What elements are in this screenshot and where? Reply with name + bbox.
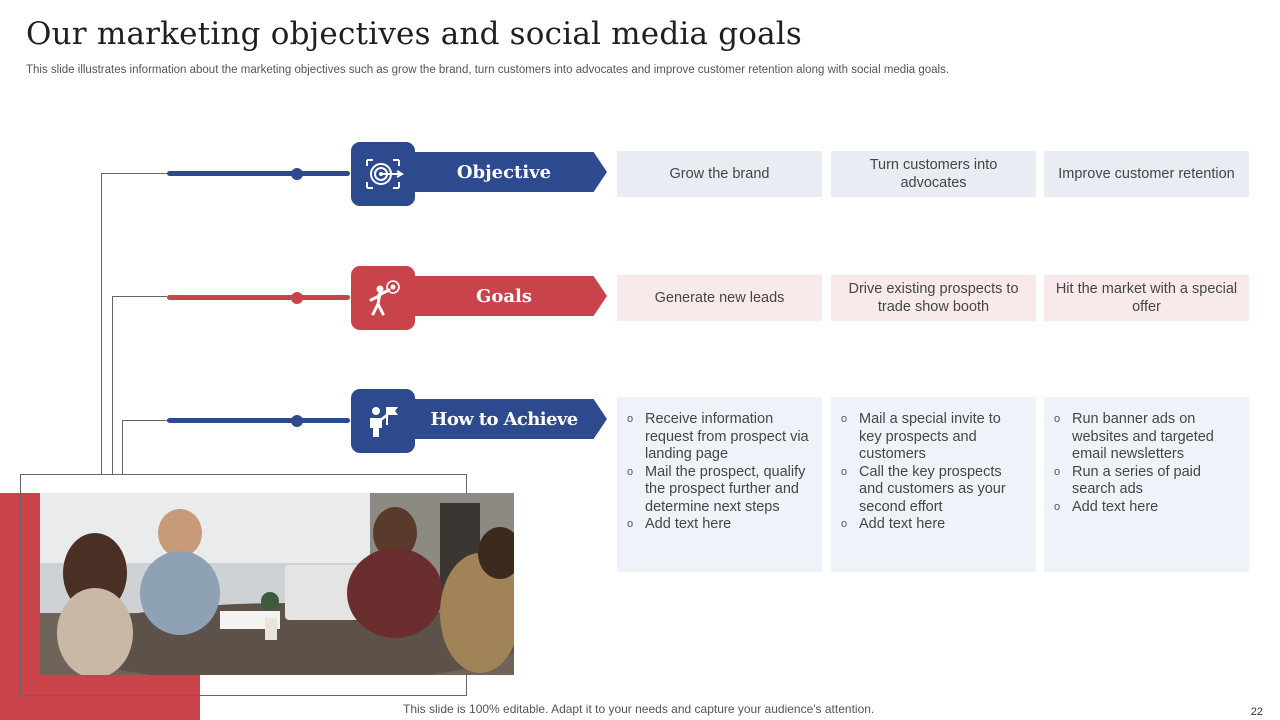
objective-item-1: Grow the brand	[617, 151, 822, 197]
achieve-icon-box	[351, 389, 415, 453]
goals-dot	[291, 292, 303, 304]
list-item: Run banner ads on websites and targeted …	[1054, 411, 1239, 464]
list-item: Call the key prospects and customers as …	[841, 464, 1026, 517]
list-item: Run a series of paid search ads	[1054, 464, 1239, 499]
achieve-column-2: Mail a special invite to key prospects a…	[831, 397, 1036, 572]
objective-item-2: Turn customers into advocates	[831, 151, 1036, 197]
list-item: Add text here	[627, 516, 812, 534]
goals-icon-box	[351, 266, 415, 330]
achieve-label-arrow: How to Achieve	[415, 399, 607, 439]
list-item: Mail the prospect, qualify the prospect …	[627, 464, 812, 517]
goals-item-3: Hit the market with a special offer	[1044, 275, 1249, 321]
connector-line-objective	[101, 173, 167, 475]
objective-dot	[291, 168, 303, 180]
achieve-track-line	[167, 418, 350, 423]
page-number: 22	[1250, 706, 1263, 718]
objective-item-3: Improve customer retention	[1044, 151, 1249, 197]
objective-icon-box	[351, 142, 415, 206]
team-meeting-photo	[40, 493, 514, 675]
achieve-column-1: Receive information request from prospec…	[617, 397, 822, 572]
goals-item-1: Generate new leads	[617, 275, 822, 321]
list-item: Add text here	[841, 516, 1026, 534]
list-item: Add text here	[1054, 499, 1239, 517]
list-item: Receive information request from prospec…	[627, 411, 812, 464]
slide-title: Our marketing objectives and social medi…	[26, 16, 803, 52]
objective-track-line	[167, 171, 350, 176]
slide-subtitle: This slide illustrates information about…	[26, 64, 950, 76]
connector-line-achieve	[122, 420, 167, 475]
person-flag-icon	[370, 407, 398, 437]
achieve-column-3: Run banner ads on websites and targeted …	[1044, 397, 1249, 572]
achiever-goal-icon	[369, 280, 400, 316]
footer-note: This slide is 100% editable. Adapt it to…	[403, 702, 875, 716]
objective-label-arrow: Objective	[415, 152, 607, 192]
goals-track-line	[167, 295, 350, 300]
goals-label-arrow: Goals	[415, 276, 607, 316]
connector-line-goals	[112, 296, 167, 475]
achieve-dot	[291, 415, 303, 427]
list-item: Mail a special invite to key prospects a…	[841, 411, 1026, 464]
goals-item-2: Drive existing prospects to trade show b…	[831, 275, 1036, 321]
target-icon	[366, 159, 404, 189]
